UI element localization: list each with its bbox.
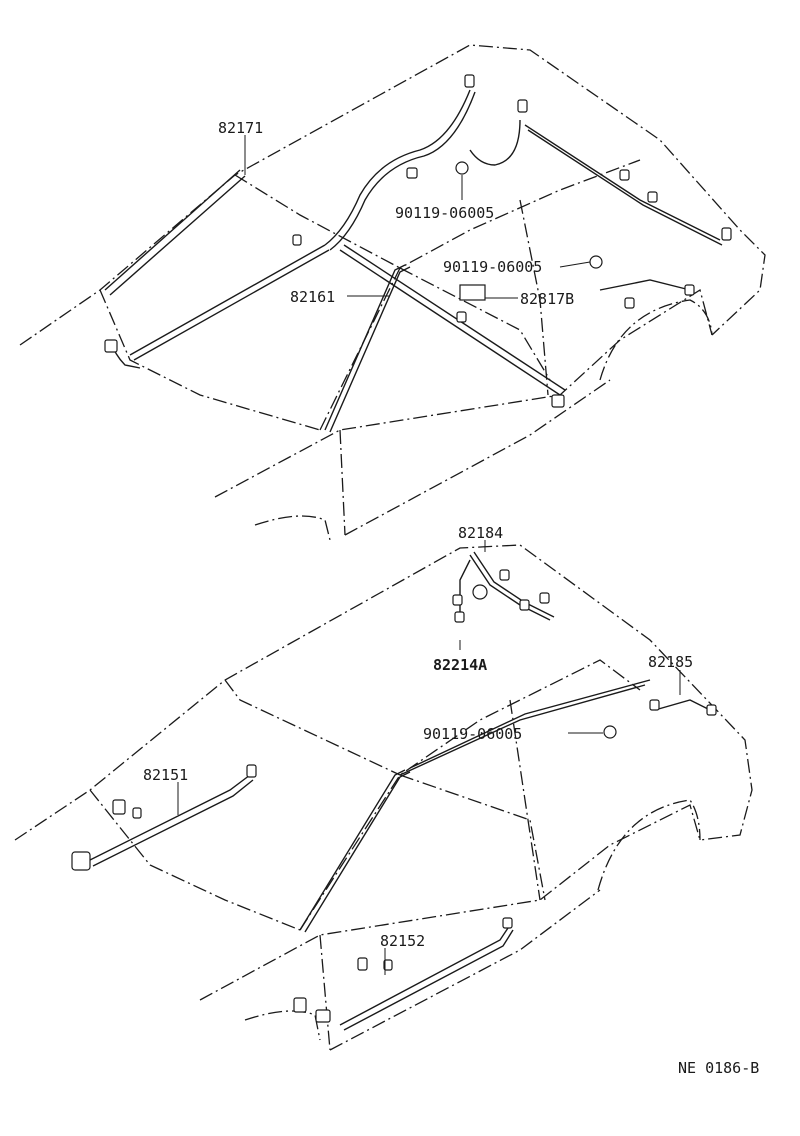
connector (454, 611, 465, 623)
grommet-icon (472, 584, 488, 600)
connector (246, 764, 257, 778)
connector (519, 599, 530, 611)
connector (456, 311, 467, 323)
top-car-body-outline (19, 44, 766, 541)
label-82151: 82151 (143, 766, 188, 784)
label-82184: 82184 (458, 524, 503, 542)
label-82171: 82171 (218, 119, 263, 137)
connector (684, 284, 695, 296)
connector (357, 957, 368, 971)
part-82817b-shape (459, 284, 486, 301)
connector (112, 799, 126, 815)
connector (649, 699, 660, 711)
top-leader-lines (244, 135, 591, 299)
connector (647, 191, 658, 203)
connector (292, 234, 302, 246)
connector (293, 997, 307, 1013)
label-82152: 82152 (380, 932, 425, 950)
connector (619, 169, 630, 181)
label-bolt-90119-b: 90119-06005 (443, 258, 542, 276)
connector (406, 167, 418, 179)
bolt-icon (589, 255, 603, 269)
connector (539, 592, 550, 604)
connector (551, 394, 565, 408)
connector (315, 1009, 331, 1023)
bottom-leader-lines (177, 540, 681, 975)
label-82214a: 82214A (433, 656, 487, 674)
connector (452, 594, 463, 606)
label-bolt-90119-c: 90119-06005 (423, 725, 522, 743)
connector (706, 704, 717, 716)
connector (383, 959, 393, 971)
connector (502, 917, 513, 929)
connector (517, 99, 528, 113)
bottom-connectors (71, 569, 717, 1023)
figure-code: NE 0186-B (678, 1059, 759, 1077)
top-connectors (104, 74, 732, 408)
label-82817b: 82817B (520, 290, 574, 308)
bolt-icon (603, 725, 617, 739)
bottom-car-body-outline (14, 544, 753, 1051)
top-harnesses (104, 89, 723, 433)
connector (721, 227, 732, 241)
label-bolt-90119-a: 90119-06005 (395, 204, 494, 222)
connector (71, 851, 91, 871)
connector (464, 74, 475, 88)
connector (104, 339, 118, 353)
bolt-icon (455, 161, 469, 175)
connector (499, 569, 510, 581)
label-82161: 82161 (290, 288, 335, 306)
connector (624, 297, 635, 309)
bottom-harnesses (89, 551, 711, 1031)
connector (132, 807, 142, 819)
label-82185: 82185 (648, 653, 693, 671)
